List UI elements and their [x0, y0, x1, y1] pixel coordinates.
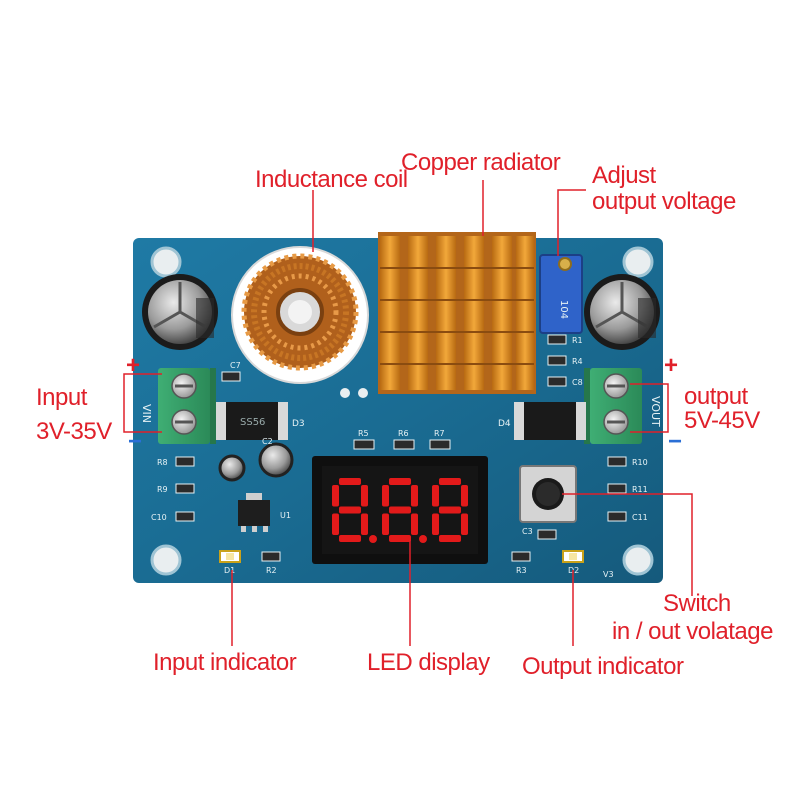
- output-indicator-label: Output indicator: [522, 653, 684, 680]
- v3-label: V3: [603, 570, 614, 579]
- output-plus: +: [664, 352, 679, 379]
- c2-label: C2: [262, 437, 273, 446]
- c3-label: C3: [522, 527, 533, 536]
- decimal-point: [369, 535, 377, 543]
- r11-label: R11: [632, 485, 648, 494]
- inductance-coil-label: Inductance coil: [255, 166, 408, 193]
- display-digit: [382, 478, 427, 543]
- d1-label: D1: [224, 566, 235, 575]
- display-digit: [432, 478, 468, 542]
- diode-d3: SS56: [216, 402, 288, 440]
- input-terminal[interactable]: [158, 368, 216, 444]
- r2-label: R2: [266, 566, 277, 575]
- d4-label: D4: [498, 419, 511, 429]
- c11-label: C11: [632, 513, 648, 522]
- r6-label: R6: [398, 429, 409, 438]
- adjust-output-label-line1: Adjust: [592, 162, 656, 189]
- r9-label: R9: [157, 485, 168, 494]
- input-title: Input: [36, 384, 87, 411]
- led-display-label: LED display: [367, 649, 490, 676]
- vin-label: VIN: [140, 404, 153, 423]
- switch-label-line2: in / out volatage: [612, 618, 773, 645]
- small-capacitors: [218, 442, 294, 482]
- diode-d4: [514, 402, 586, 440]
- led-display: [312, 456, 488, 564]
- input-range: 3V-35V: [36, 418, 112, 445]
- r10-label: R10: [632, 458, 648, 467]
- vout-label: VOUT: [649, 396, 662, 427]
- r4-label: R4: [572, 357, 583, 366]
- input-plus: +: [126, 352, 141, 379]
- u1-label: U1: [280, 511, 291, 520]
- display-digit: [332, 478, 377, 543]
- pot-code: 104: [558, 300, 569, 319]
- inductance-coil: [231, 246, 369, 384]
- adjust-output-label-line2: output voltage: [592, 188, 736, 215]
- in-out-switch[interactable]: [519, 465, 577, 523]
- r5-label: R5: [358, 429, 369, 438]
- input-minus: −: [128, 428, 143, 455]
- c7-label: C7: [230, 361, 241, 370]
- adjust-potentiometer[interactable]: 104: [539, 254, 583, 334]
- copper-radiator-label: Copper radiator: [401, 149, 561, 176]
- output-range: 5V-45V: [684, 407, 760, 434]
- c10-label: C10: [151, 513, 167, 522]
- r7-label: R7: [434, 429, 445, 438]
- output-capacitor: [584, 274, 660, 350]
- input-indicator-label: Input indicator: [153, 649, 297, 676]
- input-indicator-led: [219, 550, 241, 563]
- regulator-u1: [238, 493, 270, 532]
- output-indicator-led: [562, 550, 584, 563]
- copper-radiator: [340, 232, 536, 398]
- diode-code: SS56: [240, 417, 265, 428]
- smd-components: [175, 334, 627, 562]
- c8-label: C8: [572, 378, 583, 387]
- output-terminal[interactable]: [584, 368, 642, 444]
- switch-label-line1: Switch: [663, 590, 731, 617]
- output-minus: −: [668, 428, 683, 455]
- leader-lines: [123, 180, 693, 646]
- r8-label: R8: [157, 458, 168, 467]
- r3-label: R3: [516, 566, 527, 575]
- mounting-holes: [150, 246, 654, 576]
- decimal-point: [419, 535, 427, 543]
- d3-label: D3: [292, 419, 305, 429]
- output-title: output: [684, 383, 748, 410]
- r1-label: R1: [572, 336, 583, 345]
- input-capacitor: [142, 274, 218, 350]
